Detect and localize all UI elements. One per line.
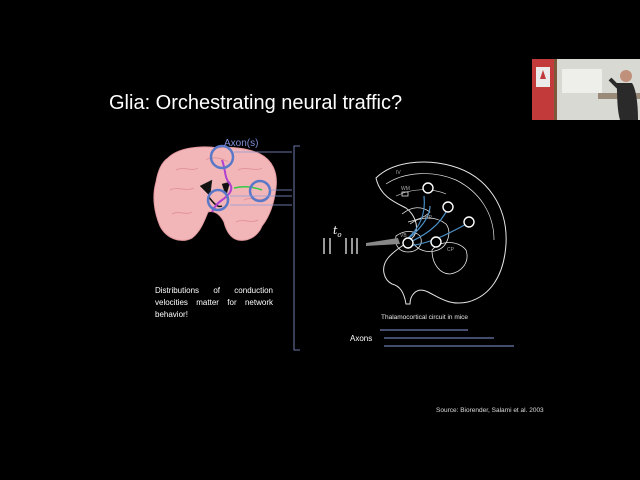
t0-symbol: t	[333, 224, 338, 237]
distribution-text: Distributions of conduction velocities m…	[155, 286, 273, 319]
recording-sites	[402, 182, 475, 249]
connector-lines	[230, 145, 300, 351]
axons-label: Axons	[350, 334, 373, 343]
presenter-head	[620, 70, 632, 82]
stimulus-electrode	[323, 238, 400, 254]
stimulus-time-label: to	[333, 224, 342, 239]
t0-subscript: o	[337, 231, 342, 240]
axon-circle-top	[209, 144, 235, 170]
recording-site	[402, 237, 414, 249]
axon-label: Axon(s)	[224, 138, 259, 149]
recording-site	[430, 236, 442, 248]
region-label-cp: CP	[447, 247, 454, 253]
presenter-webcam	[532, 59, 640, 120]
slide-title: Glia: Orchestrating neural traffic?	[109, 92, 403, 114]
presenter-body	[616, 83, 638, 120]
thalamocortical-diagram	[375, 161, 507, 305]
brain-illustration	[153, 144, 277, 241]
region-label-vb: VB	[400, 233, 407, 239]
webcam-scene	[532, 59, 640, 120]
axon-circle-right	[248, 179, 272, 203]
axon-lines	[380, 329, 514, 347]
source-citation: Source: Biorender, Salami et al. 2003	[436, 407, 544, 414]
region-label-wm: WM	[401, 186, 410, 192]
recording-site	[422, 182, 434, 194]
thalamocortical-caption: Thalamocortical circuit in mice	[381, 314, 469, 321]
recording-site	[442, 201, 454, 213]
axon-circle-bottom	[206, 188, 230, 212]
recording-site	[463, 216, 475, 228]
region-label-hp: HP	[425, 215, 432, 221]
region-label-iv: IV	[396, 170, 401, 176]
